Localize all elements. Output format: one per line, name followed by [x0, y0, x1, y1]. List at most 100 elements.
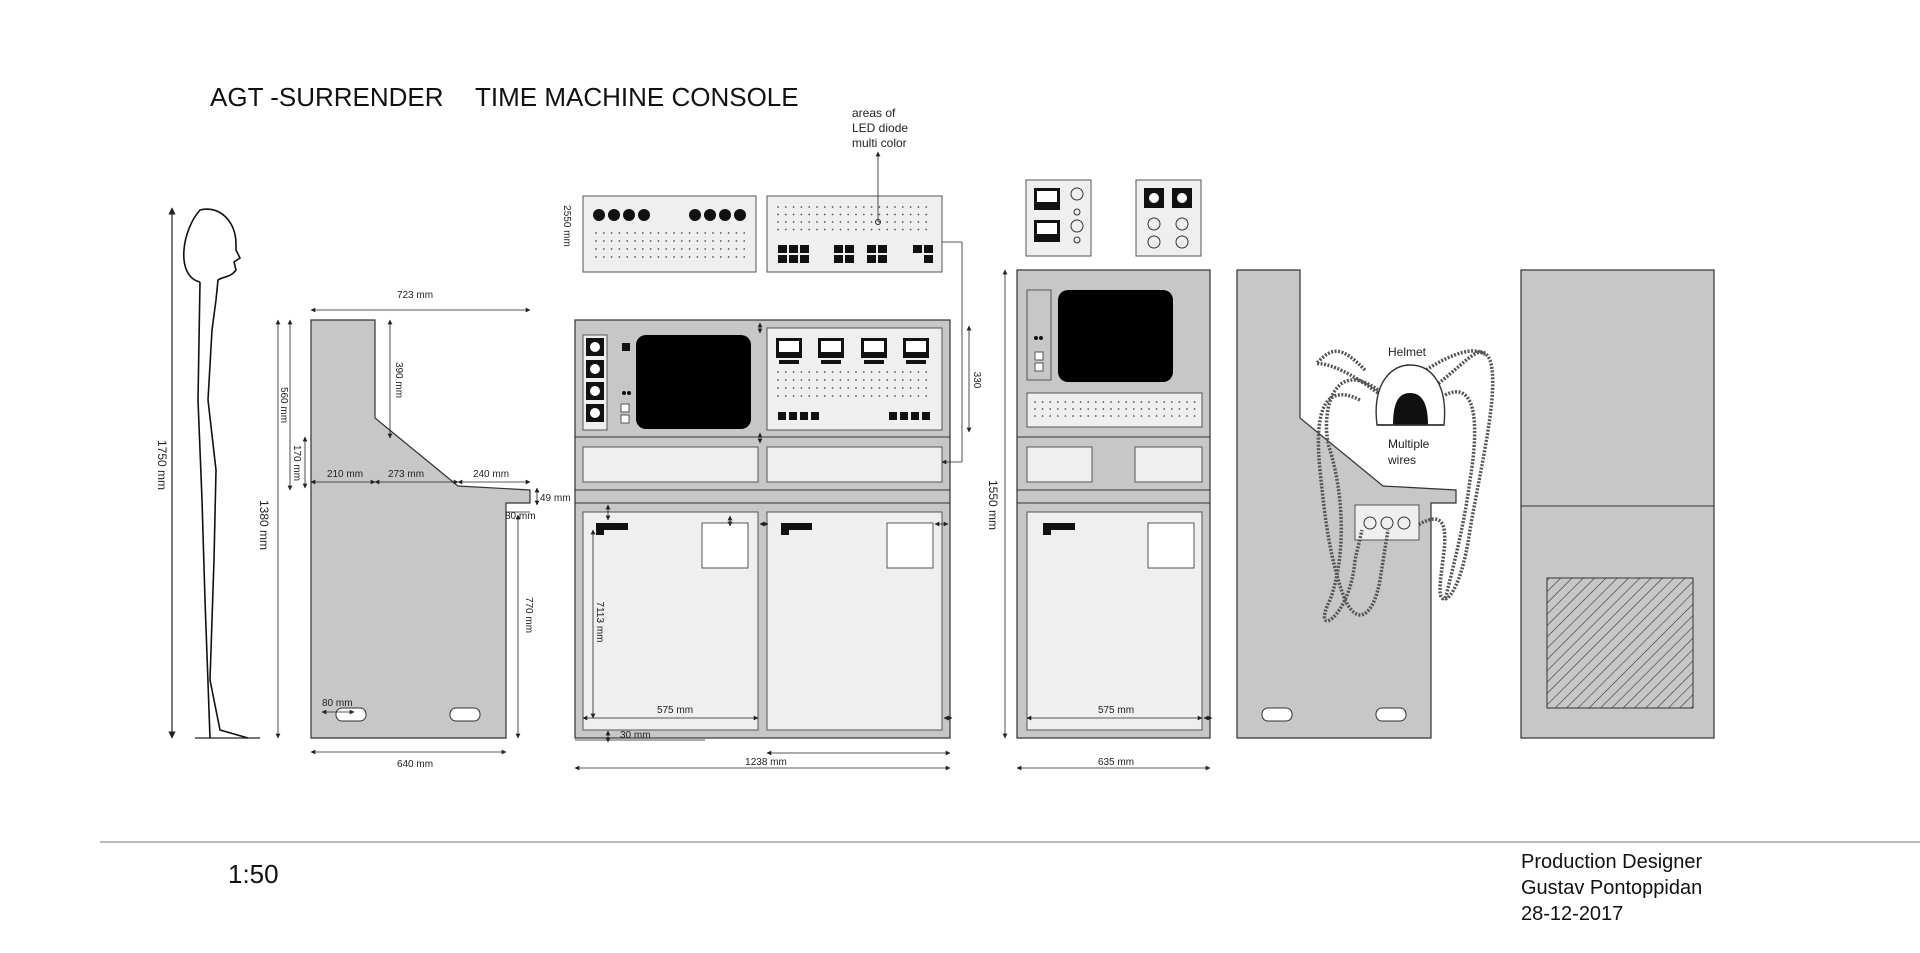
- side-view-cabinet: [310, 319, 531, 739]
- led-dot: [901, 379, 904, 381]
- led-dot: [878, 221, 881, 223]
- led-dot: [870, 387, 873, 389]
- dim-front-plinth: 30 mm: [620, 730, 651, 741]
- led-dot: [800, 379, 803, 381]
- led-dot: [831, 213, 834, 216]
- led-dot: [894, 395, 896, 397]
- led-dot: [1094, 415, 1097, 417]
- led-dot: [862, 387, 865, 389]
- led-dot: [1132, 401, 1135, 403]
- led-dot: [1186, 415, 1188, 417]
- led-dot: [886, 213, 889, 216]
- led-dot: [1102, 401, 1105, 403]
- led-dot: [784, 395, 787, 397]
- led-dot: [894, 213, 896, 216]
- led-dot: [634, 240, 636, 242]
- back-vent-grille: [1546, 577, 1694, 709]
- led-dot: [1117, 408, 1120, 410]
- led-dot: [1132, 408, 1135, 410]
- led-dot: [800, 387, 803, 389]
- led-dot: [816, 379, 818, 381]
- led-dot: [595, 240, 597, 242]
- led-dot: [719, 256, 722, 258]
- led-dot: [1072, 415, 1074, 417]
- dim-side-base: 640 mm: [397, 759, 433, 770]
- led-dot: [816, 206, 818, 208]
- single-led-strip: [1026, 392, 1203, 428]
- led-dot: [901, 228, 904, 231]
- led-dot: [784, 387, 787, 389]
- led-dot: [602, 232, 605, 234]
- led-dot: [870, 221, 873, 223]
- drawing-scale: 1:50: [228, 859, 279, 889]
- led-dot: [1178, 401, 1181, 403]
- led-dot: [1034, 401, 1036, 403]
- led-dot: [680, 240, 683, 242]
- led-dot: [839, 387, 842, 389]
- dim-single-total-width: 635 mm: [1098, 757, 1134, 768]
- led-dot: [743, 248, 746, 250]
- led-dot: [1034, 408, 1036, 410]
- side-foot-handle-right: [449, 707, 481, 722]
- led-dot: [696, 232, 699, 234]
- back-view-cabinet: [1520, 269, 1715, 739]
- dim-side-total-height: 1380 mm: [257, 500, 271, 550]
- led-dot: [800, 213, 803, 216]
- front-dial-column: [582, 334, 608, 431]
- led-dot: [1155, 408, 1158, 410]
- led-dot: [712, 240, 714, 242]
- led-dot: [1072, 408, 1074, 410]
- led-dot: [1163, 401, 1166, 403]
- led-dot: [925, 379, 928, 381]
- multiple-wires: [1314, 349, 1495, 623]
- led-dot: [610, 256, 613, 258]
- led-dot: [1132, 415, 1135, 417]
- led-dot: [886, 206, 889, 208]
- led-dot: [641, 232, 644, 234]
- led-dot: [901, 221, 904, 223]
- led-dot: [862, 228, 865, 231]
- dim-front-door-width: 575 mm: [657, 705, 693, 716]
- led-dot: [634, 232, 636, 234]
- led-dot: [1140, 415, 1143, 417]
- led-dot: [792, 213, 795, 216]
- led-dot: [878, 395, 881, 397]
- single-door: [1026, 511, 1203, 731]
- led-dot: [909, 395, 912, 397]
- drawing-title: TIME MACHINE CONSOLE: [475, 82, 799, 112]
- led-dot: [712, 232, 714, 234]
- led-dot: [925, 371, 928, 373]
- led-dot: [792, 395, 795, 397]
- led-dot: [1056, 401, 1059, 403]
- led-dot: [909, 213, 912, 216]
- led-dot: [657, 232, 660, 234]
- led-dot: [855, 228, 857, 231]
- led-dot: [657, 248, 660, 250]
- front-monitor-screen: [636, 335, 751, 429]
- led-dot: [735, 248, 738, 250]
- led-dot: [878, 228, 881, 231]
- dim-side-80-foot: 80 mm: [322, 698, 353, 709]
- led-dot: [1186, 401, 1188, 403]
- led-dot: [792, 379, 795, 381]
- led-dot: [894, 379, 896, 381]
- led-dot: [901, 213, 904, 216]
- led-dot: [688, 248, 691, 250]
- led-dot: [855, 379, 857, 381]
- led-dot: [1186, 408, 1188, 410]
- annotation-wires-line2: wires: [1387, 453, 1416, 467]
- led-dot: [743, 256, 746, 258]
- led-dot: [823, 379, 826, 381]
- led-dot: [800, 395, 803, 397]
- dim-single-height: 1550 mm: [986, 480, 1000, 530]
- led-dot: [743, 232, 746, 234]
- led-dot: [847, 206, 850, 208]
- front-view-console: [574, 319, 951, 739]
- led-dot: [901, 387, 904, 389]
- led-dot: [925, 228, 928, 231]
- led-dot: [1110, 415, 1112, 417]
- led-dot: [878, 206, 881, 208]
- led-dot: [626, 240, 629, 242]
- led-dot: [665, 240, 668, 242]
- dim-side-390: 390 mm: [393, 362, 404, 398]
